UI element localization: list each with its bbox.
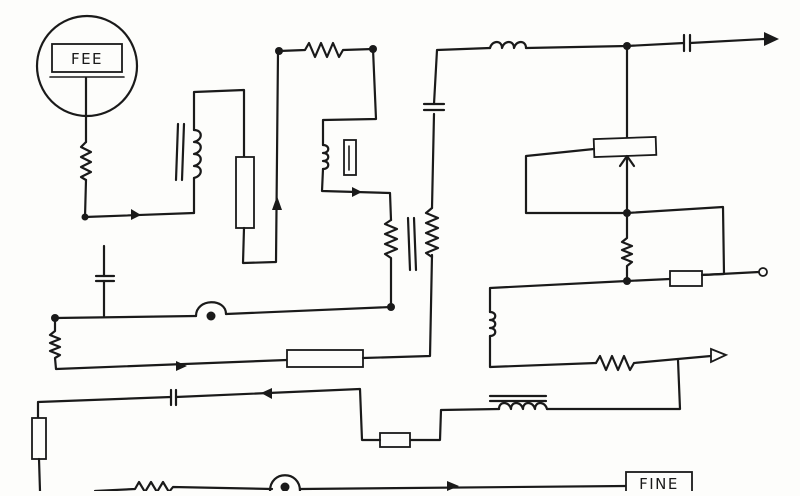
wire	[408, 407, 501, 442]
wire	[488, 334, 598, 369]
wire	[361, 253, 434, 360]
resistor-box-icon	[286, 349, 364, 368]
transformer-core	[174, 122, 180, 182]
inductor-icon	[321, 143, 330, 171]
meter-label: FEE	[71, 50, 103, 68]
arrow-icon	[176, 361, 187, 371]
transformer-core	[180, 122, 186, 182]
resistor-icon	[383, 218, 399, 309]
wire	[688, 37, 766, 45]
resistor-box-icon	[379, 432, 411, 448]
arrow-icon	[764, 32, 779, 46]
inductor-icon	[497, 401, 549, 411]
inductor-icon	[488, 310, 497, 338]
wire	[625, 205, 726, 277]
transformer-core	[406, 216, 412, 272]
wire	[524, 41, 686, 50]
wire	[625, 277, 672, 283]
wire	[524, 147, 629, 215]
wire	[83, 178, 196, 219]
wiper-arrow-icon	[618, 154, 636, 168]
inductor-icon	[192, 128, 202, 180]
resistor-icon	[48, 316, 289, 371]
arrow-icon	[710, 347, 729, 364]
terminal-icon	[758, 267, 768, 277]
wire	[224, 305, 393, 316]
resistor-box-icon	[235, 156, 255, 229]
lamp-icon	[194, 301, 228, 321]
wire	[545, 358, 682, 411]
resistor-icon	[620, 211, 634, 283]
wire	[321, 47, 378, 147]
resistor-box-icon	[669, 270, 703, 287]
arrow-icon	[447, 481, 459, 491]
resistor-icon	[594, 354, 713, 372]
lamp-icon	[268, 474, 302, 493]
arrow-icon	[131, 209, 141, 220]
arrow-icon	[352, 187, 362, 197]
wire	[174, 387, 382, 442]
inductor-icon	[488, 40, 528, 50]
resistor-box-icon	[31, 417, 47, 460]
junction-dot	[81, 213, 89, 221]
wire	[37, 457, 42, 493]
end-label: FINE	[639, 475, 679, 491]
potentiometer-icon	[592, 135, 658, 159]
wire	[241, 50, 280, 265]
arrow-icon	[272, 196, 282, 210]
wire	[432, 46, 492, 106]
resistor-box-icon	[343, 139, 357, 176]
resistor-icon	[93, 480, 274, 494]
wire	[36, 395, 173, 420]
transformer-core	[412, 216, 418, 272]
wire	[192, 88, 246, 159]
wire	[430, 112, 436, 210]
wire	[700, 270, 761, 277]
wire	[298, 484, 628, 491]
resistor-icon	[79, 140, 93, 182]
wire	[53, 314, 198, 320]
resistor-icon	[277, 41, 375, 59]
arrow-icon	[261, 388, 272, 399]
resistor-icon	[424, 206, 440, 259]
wire	[488, 279, 629, 314]
